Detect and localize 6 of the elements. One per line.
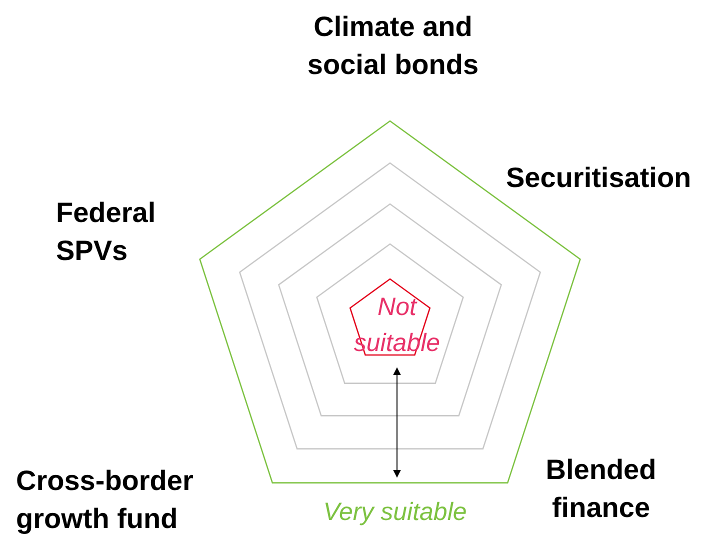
axis-label: Climate and social bonds	[306, 10, 480, 82]
scale-label: Very suitable	[322, 497, 468, 528]
axis-label: Securitisation	[506, 161, 692, 195]
axis-label: Federal SPVs	[56, 196, 157, 268]
axis-label: Cross-border growth fund	[16, 464, 194, 536]
axis-label: Blended finance	[544, 453, 658, 525]
